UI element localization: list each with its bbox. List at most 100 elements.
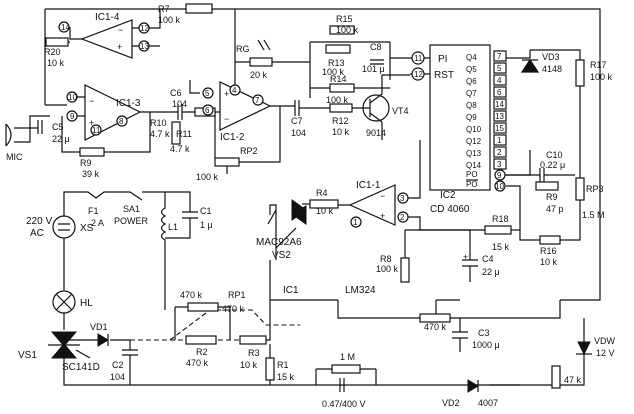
label-l1: L1 xyxy=(168,222,178,232)
ic2-pin-pi: PI xyxy=(438,54,447,65)
label-r47-value: 47 k xyxy=(564,375,582,385)
mic-symbol xyxy=(5,115,50,147)
label-ic1-1: IC1-1 xyxy=(356,180,381,191)
label-r4-value: 10 k xyxy=(316,206,334,216)
pin-12: 12 xyxy=(140,24,149,33)
ic1-2-wires xyxy=(189,9,295,113)
ic2-left-wires xyxy=(390,57,430,75)
label-r11-value: 4.7 k xyxy=(170,144,190,154)
ic2-q9: Q9 xyxy=(466,113,477,122)
label-c1-value: 1 μ xyxy=(200,220,213,230)
pin-14-marker xyxy=(58,21,70,33)
ic2-pin-box xyxy=(493,86,507,98)
ic2-q10: Q10 xyxy=(466,125,482,134)
triac-vs1-upper xyxy=(50,331,78,347)
label-r9-value: 39 k xyxy=(82,169,100,179)
r20-wires xyxy=(44,9,70,105)
ic2-pin-box xyxy=(493,122,507,134)
label-c3-name: C3 xyxy=(478,328,490,338)
label-f1-name: F1 xyxy=(88,206,99,216)
opamp-ic1-1 xyxy=(348,184,396,226)
pin-10: 10 xyxy=(68,93,77,102)
label-r18-value: 15 k xyxy=(492,242,510,252)
ic2-pin-num: 15 xyxy=(495,124,504,133)
ic2-pin-num: 6 xyxy=(497,88,502,97)
ic2-pin-num: 1 xyxy=(497,136,502,145)
label-ic1-2: IC1-2 xyxy=(220,132,245,143)
label-r7-value: 100 k xyxy=(158,15,181,25)
ic1-1-plus: + xyxy=(380,211,385,221)
label-r20-value: 10 k xyxy=(47,58,65,68)
light-arrows-icon xyxy=(257,39,271,51)
ic2-q6: Q6 xyxy=(466,77,477,86)
capacitor-c8 xyxy=(370,59,384,65)
resistor-r13 xyxy=(325,44,351,54)
ic2-pin-rst: RST xyxy=(434,70,454,81)
label-r1-value: 15 k xyxy=(277,372,295,382)
label-c4-value: 22 μ xyxy=(482,267,500,277)
component-r9-47p xyxy=(535,181,559,191)
rp1-wires xyxy=(174,306,231,340)
label-vd2-name: VD2 xyxy=(442,398,460,408)
label-rg-name: RG xyxy=(236,44,250,54)
label-vs2-name: VS2 xyxy=(272,250,291,261)
label-r15-value: 100 k xyxy=(336,25,359,35)
ic2-po-bar: PO xyxy=(466,180,478,189)
opamp-ic1-4 xyxy=(80,19,133,59)
label-rp3-name: RP3 xyxy=(586,184,604,194)
label-mic: MIC xyxy=(6,152,23,162)
label-r7-name: R7 xyxy=(158,4,170,14)
ic2-pin-box xyxy=(493,62,507,74)
label-c5-name: C5 xyxy=(52,122,64,132)
triac-vs2-lower xyxy=(291,205,307,225)
ic2-q5: Q5 xyxy=(466,65,477,74)
ic2-q14: Q14 xyxy=(466,161,482,170)
label-c2b-value: 104 xyxy=(110,372,125,382)
ic2-q4: Q4 xyxy=(466,53,477,62)
c4-plus: + xyxy=(463,252,468,262)
label-vd1: VD1 xyxy=(90,322,108,332)
ic2-cd4060 xyxy=(429,44,491,191)
ic2-pin-num: 9 xyxy=(497,171,502,180)
osc-wires xyxy=(506,185,581,241)
pin-3: 3 xyxy=(400,194,405,203)
resistor-r12 xyxy=(329,103,353,113)
label-r11-name: R11 xyxy=(176,129,192,139)
label-rp1-name: RP1 xyxy=(228,290,246,300)
label-xs: XS xyxy=(80,223,94,234)
label-vdw-name: VDW xyxy=(594,336,616,346)
ic2-pin-num: 5 xyxy=(497,64,502,73)
label-sa1-name: SA1 xyxy=(123,204,140,214)
label-r10-name: R10 xyxy=(150,118,167,128)
resistor-r15 xyxy=(329,25,355,35)
ic2-pin12: 12 xyxy=(414,70,423,79)
label-r8-name: R8 xyxy=(380,254,392,264)
pin-11-marker xyxy=(90,124,102,136)
diode-vd1 xyxy=(97,333,109,347)
pin-5: 5 xyxy=(205,89,210,98)
ic2-pin-box xyxy=(493,134,507,146)
label-r14-value: 100 k xyxy=(326,95,349,105)
label-ic2-part: CD 4060 xyxy=(430,204,470,215)
label-c8-value: 101 μ xyxy=(362,64,385,74)
r9-wires xyxy=(61,112,151,153)
resistor-r17 xyxy=(575,59,585,87)
label-r2-name: R2 xyxy=(196,347,208,357)
inductor-l1 xyxy=(160,192,167,310)
label-c6-name: C6 xyxy=(170,88,182,98)
label-r18-name: R18 xyxy=(492,214,509,224)
label-r16-name: R16 xyxy=(540,246,557,256)
ic2-pin-num: 4 xyxy=(497,76,502,85)
ic1-4-wires xyxy=(69,9,161,47)
capacitor-c6 xyxy=(170,104,195,120)
label-r17-name: R17 xyxy=(590,60,607,70)
label-sa1-value: POWER xyxy=(114,216,149,226)
label-c2b-name: C2 xyxy=(112,360,124,370)
potentiometer-rp3 xyxy=(575,177,585,201)
triac-vs1-lower xyxy=(50,343,78,359)
capacitor-0-47 xyxy=(315,368,377,392)
ic2-pin-box xyxy=(493,146,507,158)
resistor-r11 xyxy=(171,121,181,145)
ic2-pin-num: 10 xyxy=(495,182,504,191)
